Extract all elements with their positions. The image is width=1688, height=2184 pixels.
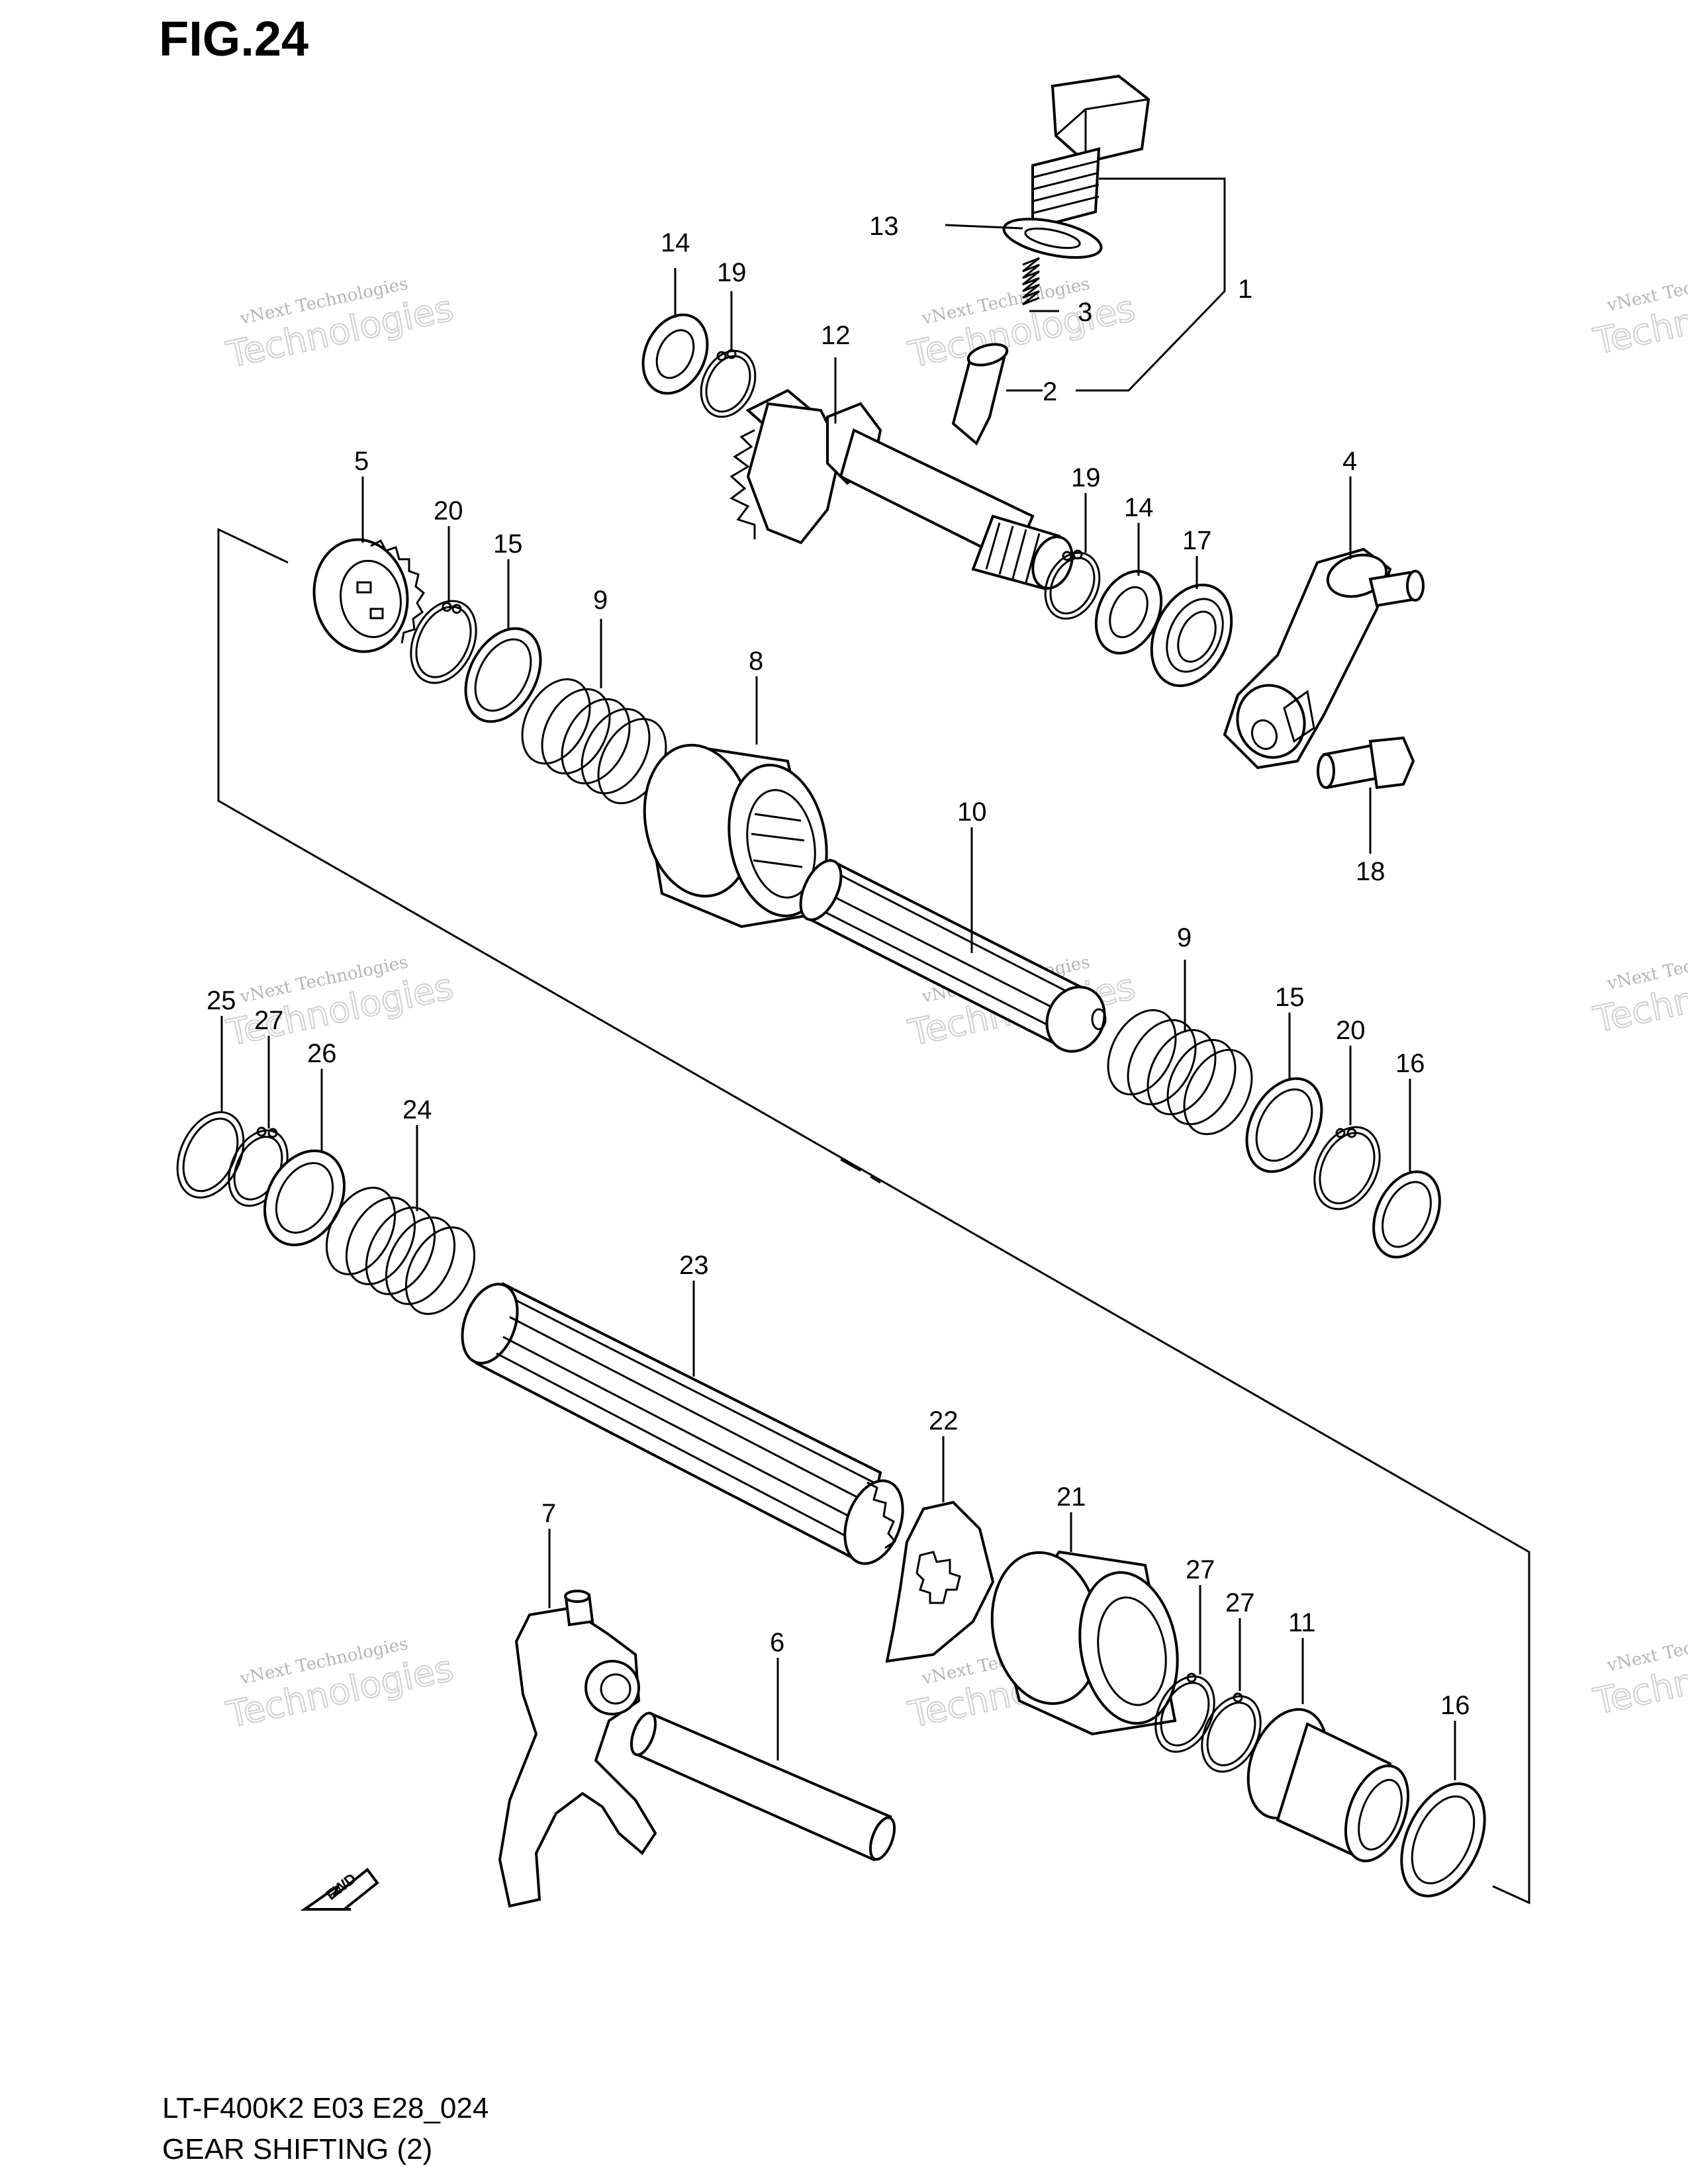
callout: 19 [717,258,747,287]
callout: 9 [593,586,608,615]
circlip-19 [700,349,757,418]
section-title: GEAR SHIFTING (2) [162,2133,432,2165]
watermark: vNext Technologies Technologies [222,274,457,377]
callout: 13 [869,212,899,241]
shift-fork-shaft-6 [630,1711,896,1862]
watermark: vNext Technologies Technologies [1589,261,1688,363]
watermark: vNext Technologies Technologies [1589,1621,1688,1723]
washer-15-right [1245,1077,1323,1173]
callout: 26 [307,1039,337,1068]
callout: 15 [493,529,523,559]
shift-cam-stopper-bolt [1031,74,1150,230]
watermark: vNext Technologies Technologies [904,274,1139,377]
drum-8 [643,743,828,929]
callout: 12 [821,321,851,350]
figure-title: FIG.24 [159,11,308,66]
shaft-10 [799,858,1107,1053]
model-code: LT-F400K2 E03 E28_024 [162,2092,489,2124]
callout: 15 [1275,983,1305,1012]
bolt-18 [1317,736,1415,790]
callout: 4 [1342,447,1357,476]
washer-13 [1002,217,1103,259]
fwd-arrow-icon: FWD [300,1868,379,1911]
washer-25 [176,1111,245,1199]
callout: 20 [1336,1016,1366,1045]
callout: 19 [1071,463,1101,492]
spring-3 [1022,257,1040,306]
circlip-20 [410,600,477,684]
shift-fork-7 [498,1590,657,1908]
shaft-23 [461,1282,904,1565]
circlip-20-right [1313,1126,1381,1210]
callout: 11 [1288,1608,1316,1637]
drum-21 [990,1550,1179,1736]
callout: 16 [1395,1049,1425,1078]
callout: 24 [402,1095,432,1124]
washer-26 [263,1149,346,1247]
spring-9-right [1107,1009,1253,1136]
callouts: 1 2 3 13 14 19 12 5 20 15 9 8 19 14 17 4… [207,212,1470,1720]
callout: 6 [770,1628,784,1657]
bushing-11 [1246,1707,1410,1862]
washer-16 [1372,1170,1441,1259]
callout: 1 [1238,275,1252,304]
callout: 9 [1177,923,1192,952]
circlip-27-lower-a [1154,1672,1215,1753]
callout: 8 [749,647,763,676]
callout: 27 [1225,1588,1255,1617]
callout: 14 [1124,493,1154,522]
callout: 21 [1056,1482,1086,1512]
watermark: vNext Technologies Technologies [222,1634,457,1737]
callout: 16 [1440,1691,1470,1720]
callout: 3 [1078,298,1092,327]
callout: 25 [207,986,236,1015]
washer-14 [641,313,709,395]
assembly-frame-break [870,1175,881,1184]
watermark: vNext Technologies Technologies [222,952,457,1055]
assembly-frame [217,527,1530,1905]
bearing-17 [1150,583,1233,688]
callout: 5 [354,447,369,476]
callout: 17 [1182,526,1212,555]
gear-shift-shaft-12 [729,388,1074,591]
gear-shift-arm-4 [1223,547,1425,770]
spring-24 [325,1187,476,1315]
callout: 27 [254,1006,284,1035]
callout: 14 [661,228,690,257]
washer-16-lower [1400,1782,1486,1897]
assembly-frame-break [840,1158,861,1172]
watermark: vNext Technologies Technologies [1589,939,1688,1042]
callout: 7 [541,1499,556,1528]
leader-lines [220,177,1456,1780]
callout: 27 [1186,1555,1215,1584]
callout: 10 [957,797,987,827]
callout: 22 [929,1406,959,1435]
gear-5 [312,538,425,653]
circlip-19-right [1044,549,1101,620]
stopper-pin-2 [951,343,1009,446]
callout: 18 [1356,857,1385,886]
plate-22 [885,1500,995,1663]
callout: 20 [434,496,463,525]
callout: 2 [1043,377,1057,406]
washer-15 [464,627,542,723]
callout: 23 [679,1251,709,1280]
